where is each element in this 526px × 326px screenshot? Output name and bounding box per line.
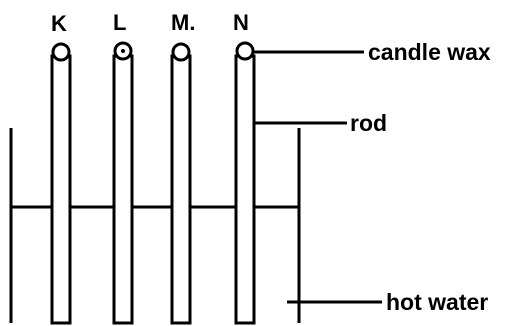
rod-label-k: K — [51, 11, 67, 36]
rod-n — [234, 54, 256, 325]
candle-wax-bead-k — [51, 42, 71, 62]
rod-m — [170, 54, 192, 325]
rod-label: rod — [350, 110, 387, 136]
hot-water-label: hot water — [386, 289, 488, 315]
rod-label-n: N — [233, 10, 249, 35]
rod-k — [50, 54, 72, 325]
wax-speck — [121, 49, 125, 53]
rod-label-m: M. — [171, 10, 195, 35]
candle-wax-bead-m — [171, 42, 191, 62]
candle-wax-label: candle wax — [368, 39, 491, 65]
rod-label-l: L — [113, 10, 126, 35]
rod-l — [112, 54, 134, 325]
candle-wax-bead-n — [235, 41, 255, 61]
